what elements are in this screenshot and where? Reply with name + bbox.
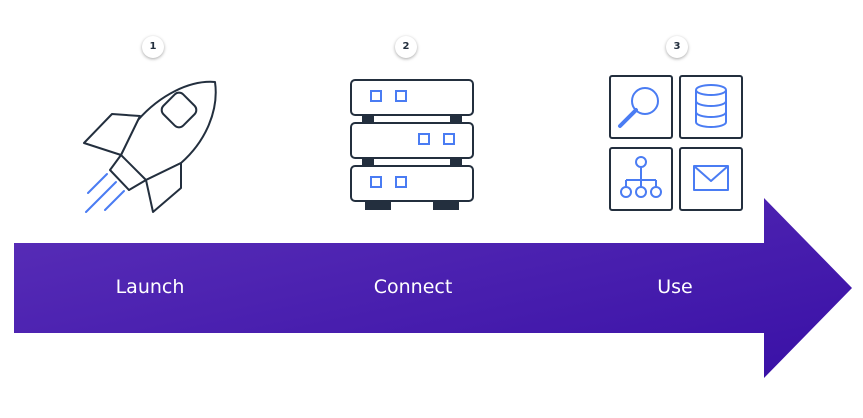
step-badge-1: 1 xyxy=(142,36,164,58)
step-badge-2: 2 xyxy=(395,36,417,58)
progress-arrow xyxy=(14,198,852,378)
server-rack-icon xyxy=(350,79,474,210)
hierarchy-icon xyxy=(620,156,662,198)
database-icon xyxy=(695,84,727,128)
step-badge-3: 3 xyxy=(666,36,688,58)
rocket-exhaust-icon xyxy=(85,173,125,213)
rocket-icon xyxy=(83,80,217,213)
mail-icon xyxy=(693,165,729,191)
search-icon xyxy=(618,87,659,128)
services-grid-icon xyxy=(609,75,743,211)
step-label-launch: Launch xyxy=(115,276,185,298)
step-label-use: Use xyxy=(657,276,693,298)
step-label-connect: Connect xyxy=(373,276,453,298)
